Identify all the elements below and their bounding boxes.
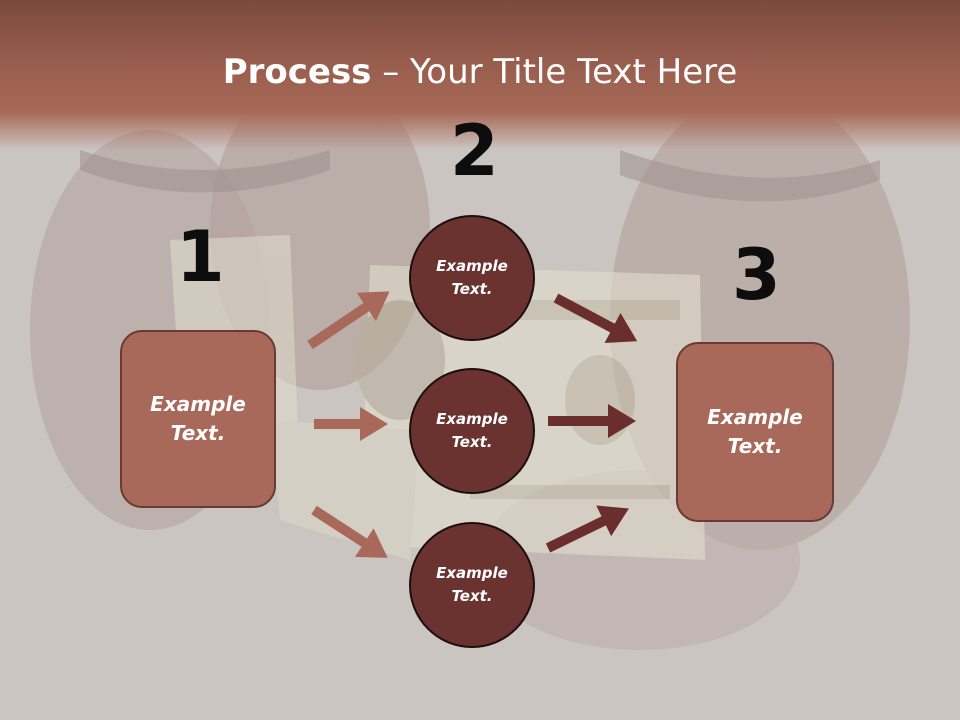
circle-middle: Example Text. bbox=[409, 368, 535, 494]
title-rest: – Your Title Text Here bbox=[371, 52, 738, 92]
circle-top-text: Example Text. bbox=[436, 257, 508, 298]
circle-bottom: Example Text. bbox=[409, 522, 535, 648]
right-process-box: Example Text. bbox=[676, 342, 834, 522]
step-number-1: 1 bbox=[176, 216, 225, 298]
circle-middle-text: Example Text. bbox=[436, 410, 508, 451]
left-box-text: Example Text. bbox=[150, 392, 246, 445]
header-band bbox=[0, 0, 960, 150]
left-process-box: Example Text. bbox=[120, 330, 276, 508]
circle-bottom-text: Example Text. bbox=[436, 564, 508, 605]
step-number-3: 3 bbox=[732, 234, 781, 316]
slide-title: Process – Your Title Text Here bbox=[0, 52, 960, 92]
right-box-text: Example Text. bbox=[707, 405, 803, 458]
step-number-2: 2 bbox=[450, 110, 499, 192]
title-bold: Process bbox=[222, 52, 372, 92]
circle-top: Example Text. bbox=[409, 215, 535, 341]
